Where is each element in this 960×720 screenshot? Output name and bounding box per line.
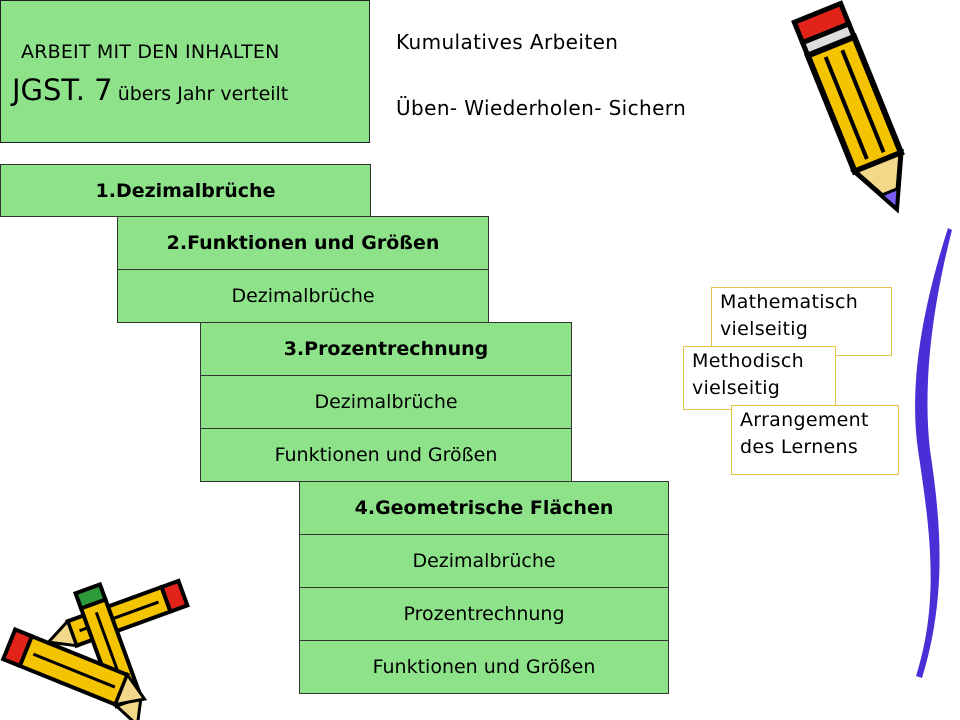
block3-header: 3.Prozentrechnung [200, 322, 572, 376]
pencils-icon [0, 578, 190, 720]
note-line: des Lernens [740, 436, 859, 458]
note-line: vielseitig [720, 318, 809, 340]
note-methodisch: Methodisch vielseitig [683, 346, 836, 410]
block4-item: Dezimalbrüche [299, 534, 669, 588]
title-subtitle: übers Jahr verteilt [117, 83, 289, 105]
block2-header: 2.Funktionen und Größen [117, 216, 489, 270]
note-line: vielseitig [692, 377, 781, 399]
note-line: Methodisch [692, 350, 804, 372]
pencil-icon [791, 0, 905, 214]
title-grade: JGST. 7 [12, 73, 113, 107]
note-arrangement: Arrangement des Lernens [731, 405, 899, 475]
note-mathematisch: Mathematisch vielseitig [711, 287, 892, 356]
block4-header: 4.Geometrische Flächen [299, 481, 669, 535]
title-box: ARBEIT MIT DEN INHALTEN JGST. 7 übers Ja… [0, 0, 370, 143]
note-line: Arrangement [740, 409, 869, 431]
block2-item: Dezimalbrüche [117, 269, 489, 323]
note-line: Mathematisch [720, 291, 859, 313]
title-line-1: ARBEIT MIT DEN INHALTEN [21, 41, 280, 63]
note-kumulativ: Kumulatives Arbeiten [396, 30, 619, 54]
block1-header: 1.Dezimalbrüche [0, 164, 371, 217]
block3-item: Dezimalbrüche [200, 375, 572, 429]
block4-item: Funktionen und Größen [299, 640, 669, 694]
block4-item: Prozentrechnung [299, 587, 669, 641]
title-line-2: JGST. 7 übers Jahr verteilt [12, 73, 288, 107]
note-ueben: Üben- Wiederholen- Sichern [396, 96, 687, 120]
